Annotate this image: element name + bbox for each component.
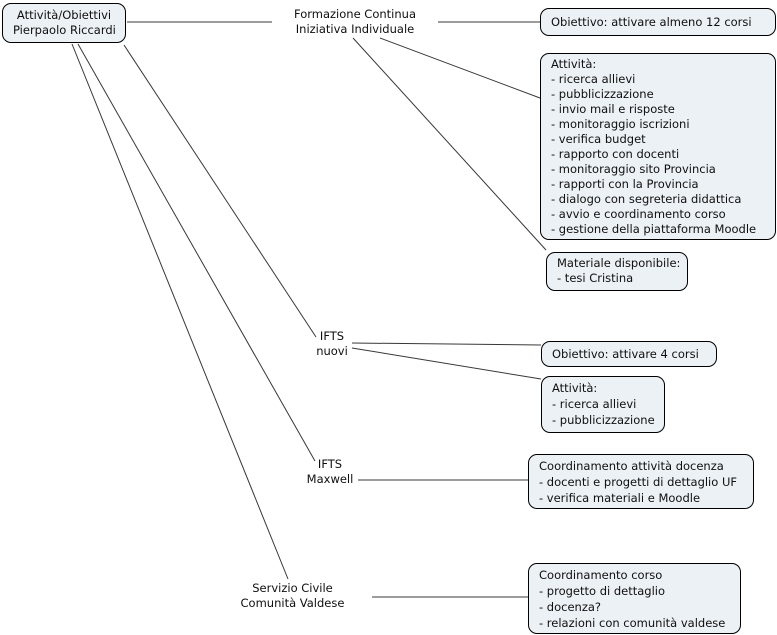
node-coordinamento-corso-line: - relazioni con comunità valdese (539, 616, 726, 630)
node-coordinamento-corso[interactable]: Coordinamento corso - progetto di dettag… (528, 563, 741, 634)
node-attivita-formazione-line: Attività: (551, 57, 597, 71)
node-root[interactable]: Attività/Obiettivi Pierpaolo Riccardi (2, 3, 126, 43)
node-attivita-ifts-line: Attività: (552, 381, 598, 395)
node-attivita-formazione-line: - monitoraggio iscrizioni (551, 117, 690, 131)
node-materiale-line: Materiale disponibile: (557, 256, 681, 270)
node-attivita-formazione[interactable]: Attività: - ricerca allievi - pubblicizz… (540, 53, 776, 240)
node-attivita-formazione-line: - invio mail e risposte (551, 102, 675, 116)
node-ifts-nuovi[interactable]: IFTS nuovi (303, 329, 361, 359)
node-coordinamento-corso-line: - docenza? (539, 600, 602, 614)
node-attivita-ifts-line: - pubblicizzazione (552, 413, 655, 427)
node-attivita-formazione-line: - monitoraggio sito Provincia (551, 162, 716, 176)
node-coordinamento-corso-line: Coordinamento corso (539, 568, 663, 582)
node-attivita-formazione-line: - avvio e coordinamento corso (551, 207, 726, 221)
node-ifts-nuovi-line: nuovi (316, 344, 348, 358)
node-ifts-maxwell-line: IFTS (317, 457, 343, 471)
edge-formazione-attivita (379, 37, 541, 99)
node-materiale-disponibile[interactable]: Materiale disponibile: - tesi Cristina (546, 252, 688, 291)
edge-root-servizio (71, 43, 289, 580)
node-attivita-formazione-line: - rapporto con docenti (551, 147, 680, 161)
node-coordinamento-corso-line: - progetto di dettaglio (539, 584, 666, 598)
node-attivita-formazione-line: - ricerca allievi (551, 72, 636, 86)
node-servizio-civile[interactable]: Servizio Civile Comunità Valdese (239, 581, 346, 611)
edge-nuovi-obiettivo (351, 342, 542, 346)
node-attivita-ifts-line: - ricerca allievi (552, 397, 637, 411)
node-servizio-civile-line: Servizio Civile (252, 581, 333, 595)
node-materiale-line: - tesi Cristina (557, 271, 634, 285)
node-attivita-formazione-line: - verifica budget (551, 132, 646, 146)
node-obiettivo-12-corsi[interactable]: Obiettivo: attivare almeno 12 corsi (540, 8, 776, 36)
node-obiettivo-4-corsi[interactable]: Obiettivo: attivare 4 corsi (541, 341, 717, 367)
node-formazione-line: Formazione Continua (294, 7, 416, 21)
node-root-line: Pierpaolo Riccardi (13, 23, 116, 37)
node-attivita-formazione-line: - gestione della piattaforma Moodle (551, 222, 757, 236)
edge-formazione-materiale (352, 37, 547, 251)
node-obiettivo-4-corsi-line: Obiettivo: attivare 4 corsi (552, 346, 699, 361)
node-attivita-formazione-line: - rapporti con la Provincia (551, 177, 699, 191)
node-attivita-ifts[interactable]: Attività: - ricerca allievi - pubblicizz… (541, 376, 665, 433)
node-coordinamento-docenza-line: Coordinamento attività docenza (539, 459, 724, 473)
node-ifts-nuovi-line: IFTS (319, 329, 345, 343)
node-attivita-formazione-line: - pubblicizzazione (551, 87, 654, 101)
edge-root-ifts-maxwell (77, 43, 316, 462)
node-ifts-maxwell[interactable]: IFTS Maxwell (304, 457, 356, 487)
node-obiettivo-12-corsi-line: Obiettivo: attivare almeno 12 corsi (551, 14, 752, 29)
node-root-line: Attività/Obiettivi (16, 8, 112, 22)
node-formazione-continua[interactable]: Formazione Continua Iniziativa Individua… (272, 7, 438, 37)
node-coordinamento-docenza[interactable]: Coordinamento attività docenza - docenti… (528, 454, 754, 509)
edge-nuovi-attivita (351, 347, 542, 380)
node-formazione-line: Iniziativa Individuale (295, 22, 415, 36)
node-ifts-maxwell-line: Maxwell (306, 472, 354, 486)
node-coordinamento-docenza-line: - verifica materiali e Moodle (539, 491, 701, 505)
node-coordinamento-docenza-line: - docenti e progetti di dettaglio UF (539, 475, 737, 489)
node-attivita-formazione-line: - dialogo con segreteria didattica (551, 192, 742, 206)
node-servizio-civile-line: Comunità Valdese (240, 596, 345, 610)
edge-root-ifts-nuovi (123, 44, 317, 338)
